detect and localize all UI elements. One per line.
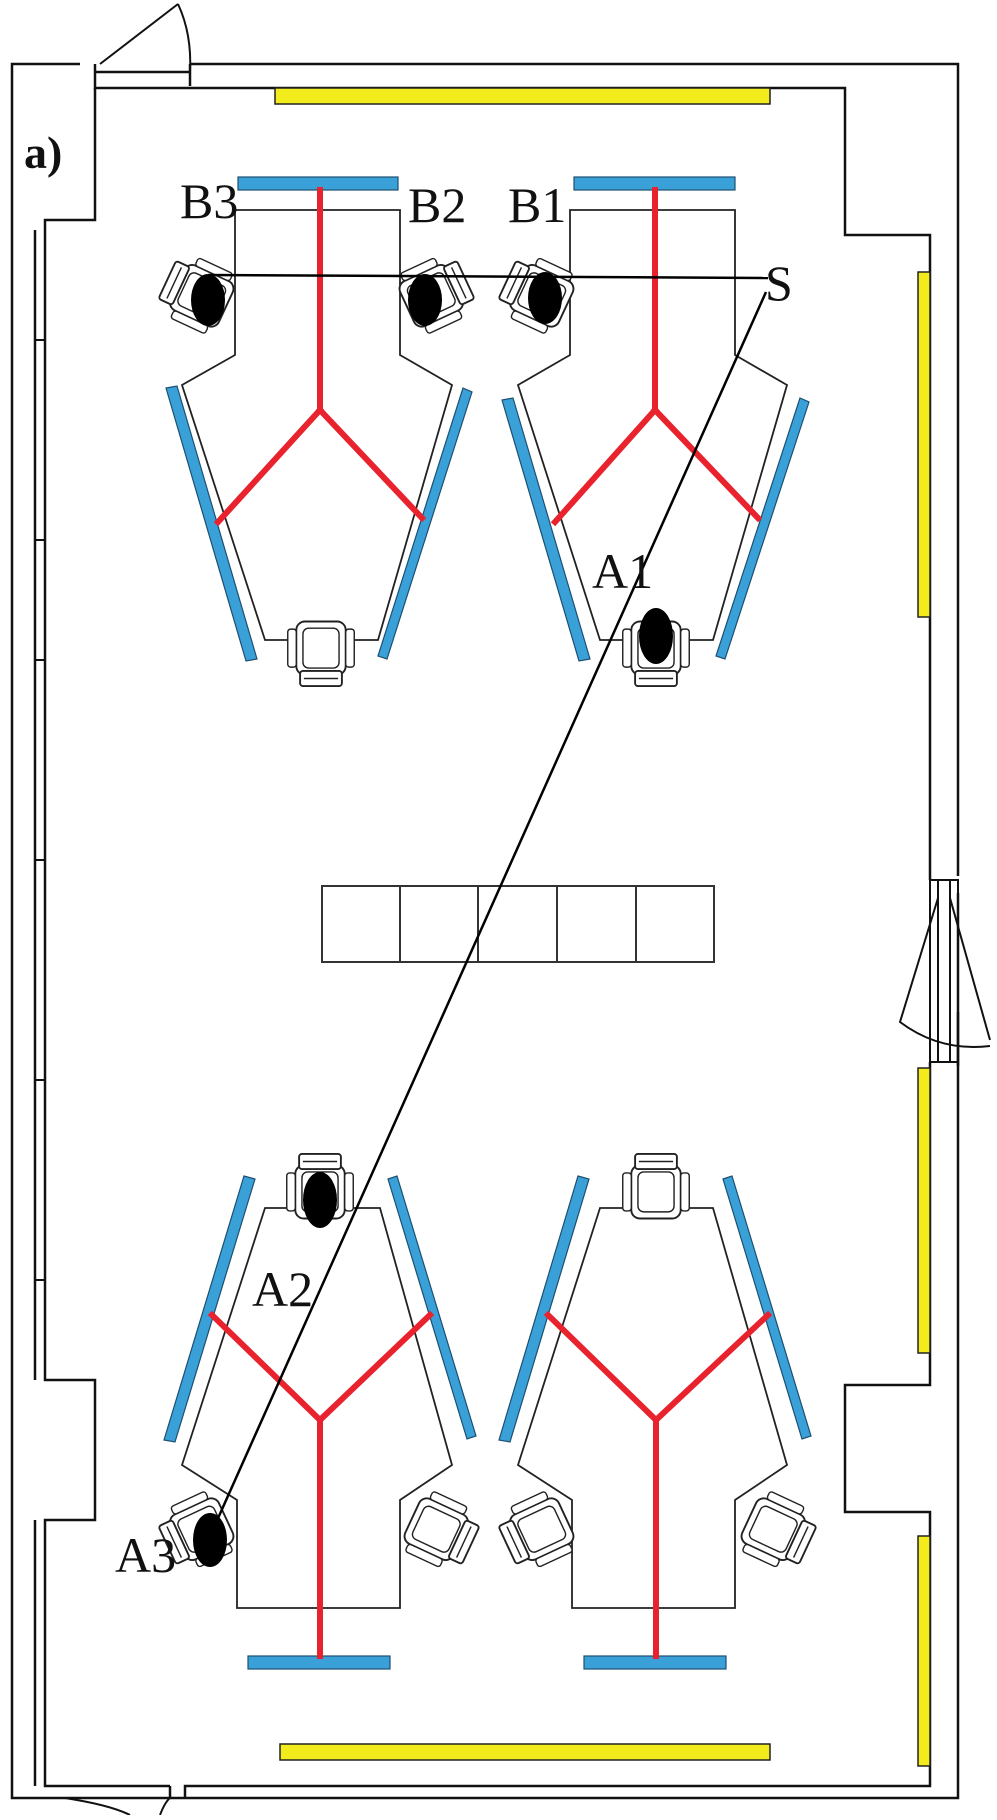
door-bottom-left xyxy=(64,1797,171,1816)
receiver-label-b2: B2 xyxy=(408,177,466,233)
central-table xyxy=(321,885,715,963)
occupant-head-icon xyxy=(528,272,562,324)
workstation-bottom-left xyxy=(163,1175,477,1670)
receiver-label-a3: A3 xyxy=(115,1527,176,1583)
panel-label: a) xyxy=(24,127,62,178)
source-label: S xyxy=(765,255,793,311)
path-s-to-b-row xyxy=(207,273,769,280)
absorber-panels xyxy=(163,1175,477,1670)
occupant-head-icon xyxy=(408,274,442,326)
path-s-to-a3 xyxy=(213,291,768,1526)
receiver-label-b1: B1 xyxy=(508,177,566,233)
left-window xyxy=(35,339,45,1281)
absorber-panels xyxy=(498,1175,812,1670)
dividers xyxy=(207,1310,435,1659)
door-right xyxy=(898,879,991,1063)
office-chair-icon xyxy=(621,1152,691,1220)
office-chair-icon xyxy=(492,1486,581,1577)
office-chair-icon xyxy=(734,1486,823,1577)
dividers xyxy=(550,187,763,527)
occupant-head-icon xyxy=(191,274,225,326)
receiver-label-a2: A2 xyxy=(252,1261,313,1317)
receiver-label-a1: A1 xyxy=(592,543,653,599)
office-chair-icon xyxy=(286,620,356,688)
sound-paths xyxy=(207,273,769,1526)
receiver-label-b3: B3 xyxy=(180,173,238,229)
walls xyxy=(10,62,960,1800)
occupant-head-icon xyxy=(193,1513,227,1567)
workstation-top-right xyxy=(501,176,810,662)
occupant-head-icon xyxy=(639,608,673,664)
dividers xyxy=(213,187,427,527)
absorber-panels xyxy=(165,176,473,662)
dividers xyxy=(543,1310,773,1659)
occupant-head-icon xyxy=(303,1172,337,1228)
office-chair-icon xyxy=(397,1486,486,1577)
absorber-panels xyxy=(501,176,810,662)
occupants xyxy=(191,272,673,1567)
workstation-bottom-right xyxy=(498,1175,812,1670)
door-top-left xyxy=(99,3,192,73)
yellow-windows xyxy=(274,87,931,1767)
workstation-top-left xyxy=(165,176,473,662)
